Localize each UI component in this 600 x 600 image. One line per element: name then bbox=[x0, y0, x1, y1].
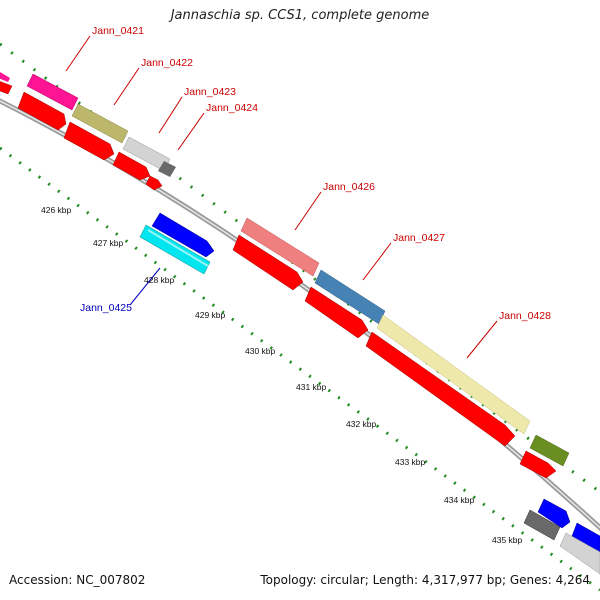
forward-cds-track bbox=[0, 81, 557, 479]
gene-jann-0421 bbox=[26, 73, 79, 111]
cds-arrow bbox=[63, 121, 115, 161]
gene-label[interactable]: Jann_0428 bbox=[499, 310, 551, 322]
gene-label[interactable]: Jann_0427 bbox=[393, 232, 445, 244]
scale-label: 433 kbp bbox=[395, 457, 426, 467]
gene-jann-0425 bbox=[139, 224, 211, 275]
scale-label: 431 kbp bbox=[296, 382, 327, 392]
feature-olive bbox=[529, 434, 570, 467]
gene-jann-0422 bbox=[71, 103, 129, 144]
inner-scale-track bbox=[0, 146, 600, 592]
gene-jann-0424 bbox=[158, 161, 176, 177]
scale-labels: 426 kbp 427 kbp 428 kbp 429 kbp 430 kbp … bbox=[41, 205, 523, 545]
scale-label: 435 kbp bbox=[492, 535, 523, 545]
reverse-blue-feature bbox=[571, 522, 600, 553]
scale-label: 432 kbp bbox=[346, 419, 377, 429]
scale-label: 428 kbp bbox=[144, 275, 175, 285]
cds-arrow bbox=[145, 175, 163, 191]
gene-jann-0421 bbox=[0, 72, 10, 82]
forward-cog-track bbox=[0, 72, 570, 467]
cds-arrow bbox=[17, 91, 67, 131]
genome-summary: Topology: circular; Length: 4,317,977 bp… bbox=[260, 573, 590, 587]
gene-label[interactable]: Jann_0423 bbox=[184, 86, 236, 98]
scale-label: 426 kbp bbox=[41, 205, 72, 215]
gene-jann-0425-arrow bbox=[151, 212, 215, 258]
gene-jann-0428 bbox=[376, 314, 531, 435]
cds-arrow bbox=[112, 151, 151, 181]
gene-jann-0426 bbox=[240, 217, 320, 277]
cds-arrow bbox=[0, 81, 13, 95]
scale-label: 434 kbp bbox=[444, 495, 475, 505]
cds-arrow bbox=[232, 234, 304, 291]
gene-label[interactable]: Jann_0424 bbox=[206, 102, 258, 114]
label-leaders bbox=[65, 35, 498, 359]
cds-arrow bbox=[519, 450, 557, 479]
gene-label[interactable]: Jann_0421 bbox=[92, 25, 144, 37]
gene-label[interactable]: Jann_0426 bbox=[323, 181, 375, 193]
cds-arrow bbox=[365, 331, 516, 447]
map-title: Jannaschia sp. CCS1, complete genome bbox=[170, 8, 430, 23]
gene-label[interactable]: Jann_0425 bbox=[80, 302, 132, 314]
reverse-gray-feature bbox=[523, 509, 561, 541]
scale-label: 427 kbp bbox=[93, 238, 124, 248]
gene-label[interactable]: Jann_0422 bbox=[141, 57, 193, 69]
reverse-track bbox=[139, 212, 600, 575]
scale-label: 430 kbp bbox=[245, 346, 276, 356]
reverse-light-feature bbox=[559, 532, 600, 575]
scale-label: 429 kbp bbox=[195, 310, 226, 320]
accession-text: Accession: NC_007802 bbox=[9, 573, 146, 587]
gene-labels: Jann_0421 Jann_0422 Jann_0423 Jann_0424 … bbox=[80, 25, 551, 322]
reverse-blue-feature bbox=[537, 498, 571, 529]
cds-arrow bbox=[304, 286, 369, 339]
